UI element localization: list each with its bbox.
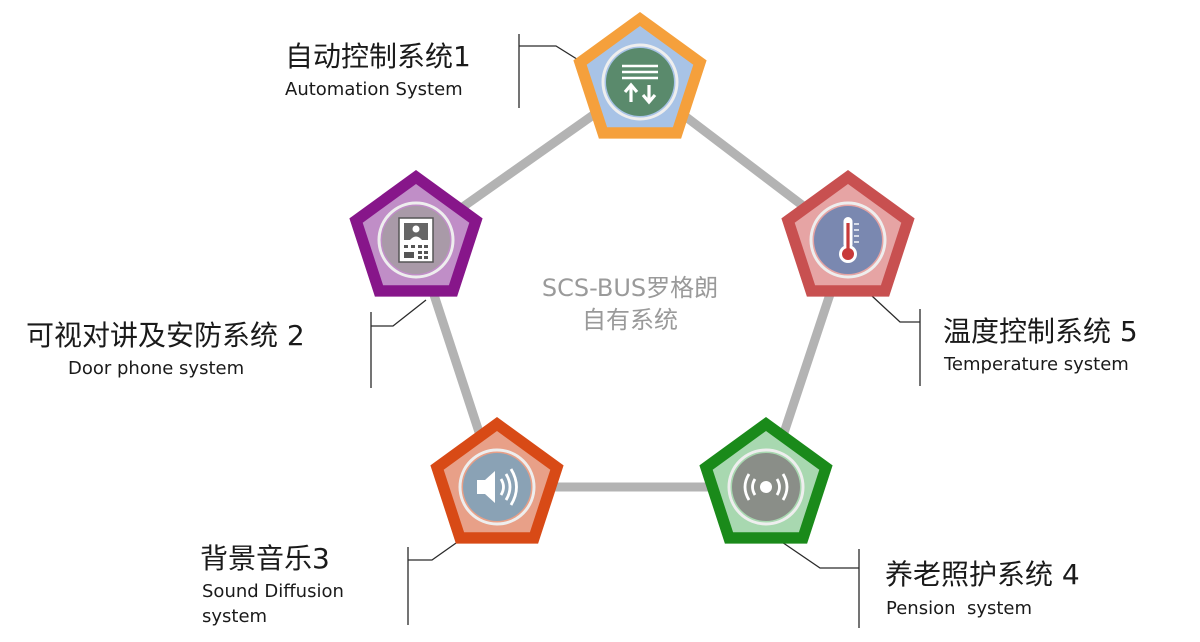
icon-disc	[606, 48, 674, 116]
callout-temperature-lead	[871, 295, 920, 323]
callout-lines	[370, 34, 921, 628]
label-sound-en-2: system	[202, 606, 268, 627]
blinds-up-down-icon	[622, 64, 658, 105]
speaker-icon	[477, 468, 518, 506]
callout-sound-lead	[408, 535, 467, 561]
icon-ring	[727, 448, 805, 526]
node-automation[interactable]	[573, 12, 707, 139]
label-sound-en-1: Sound Diffusion	[202, 581, 344, 602]
icon-ring	[458, 448, 536, 526]
center-title-line2: 自有系统	[582, 306, 678, 335]
label-automation-cn: 自动控制系统1	[285, 40, 471, 73]
label-temperature-cn: 温度控制系统 5	[943, 315, 1138, 348]
callout-doorphone-lead	[371, 299, 427, 327]
video-intercom-icon	[398, 217, 434, 263]
label-pension-en: Pension system	[886, 598, 1033, 619]
callout-pension-lead	[775, 537, 859, 569]
label-doorphone-en: Door phone system	[68, 358, 245, 379]
icon-ring	[809, 201, 887, 279]
thermometer-icon	[839, 217, 859, 263]
node-sound[interactable]	[430, 417, 564, 544]
label-doorphone-cn: 可视对讲及安防系统 2	[26, 319, 305, 352]
icon-disc	[463, 453, 531, 521]
label-temperature-en: Temperature system	[944, 354, 1129, 375]
node-pension[interactable]	[699, 417, 833, 544]
icon-ring	[377, 201, 455, 279]
center-title-line1: SCS-BUS罗格朗	[541, 274, 719, 302]
signal-waves-icon	[743, 473, 789, 501]
node-door-phone[interactable]	[349, 170, 483, 297]
label-pension-cn: 养老照护系统 4	[885, 558, 1080, 591]
node-temperature[interactable]	[781, 170, 915, 297]
icon-ring	[601, 43, 679, 121]
label-automation-en: Automation System	[285, 79, 463, 100]
center-title: SCS-BUS罗格朗 自有系统	[500, 272, 760, 337]
label-sound-cn: 背景音乐3	[200, 542, 330, 575]
